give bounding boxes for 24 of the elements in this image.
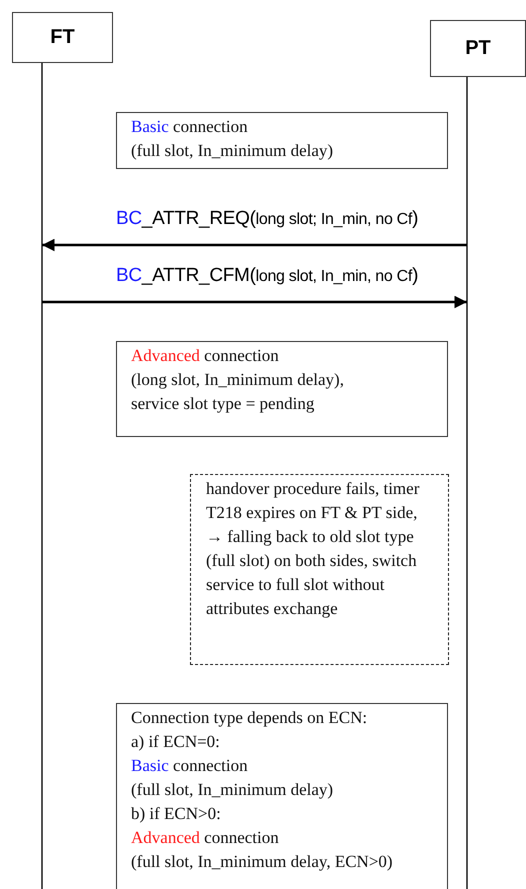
note-text: Advanced connection — [131, 345, 280, 367]
note-text: (full slot, In_minimum delay) — [131, 779, 334, 801]
note-text: (long slot, In_minimum delay), — [131, 369, 345, 391]
note-text: service slot type = pending — [131, 393, 316, 415]
note-text: (full slot, In_minimum delay, ECN>0) — [131, 851, 394, 873]
message-arrow — [42, 296, 467, 308]
note-text: b) if ECN>0: — [131, 803, 222, 825]
message-label: BC_ATTR_CFM(long slot, In_min, no Cf) — [116, 265, 418, 287]
state-box — [116, 703, 448, 889]
actor-box: PT — [430, 20, 526, 77]
state-box — [116, 341, 448, 437]
message-label: BC_ATTR_REQ(long slot; In_min, no Cf) — [116, 208, 418, 230]
note-text: Connection type depends on ECN: — [131, 707, 368, 729]
note-text: a) if ECN=0: — [131, 731, 221, 753]
note-text: (full slot, In_minimum delay) — [131, 140, 334, 162]
note-text: Advanced connection — [131, 827, 280, 849]
note-text: Basic connection — [131, 755, 249, 777]
state-box — [116, 112, 448, 169]
note-text: Basic connection — [131, 116, 249, 138]
actor-box: FT — [12, 12, 113, 63]
note-text: handover procedure fails, timer T218 expires on FT & PT side, — [206, 478, 420, 524]
note-text: → falling back to old slot type (full slot) on both sides, switch service to full slot without attributes exchange — [206, 526, 418, 620]
message-arrow — [42, 238, 467, 252]
note-box — [190, 474, 449, 665]
